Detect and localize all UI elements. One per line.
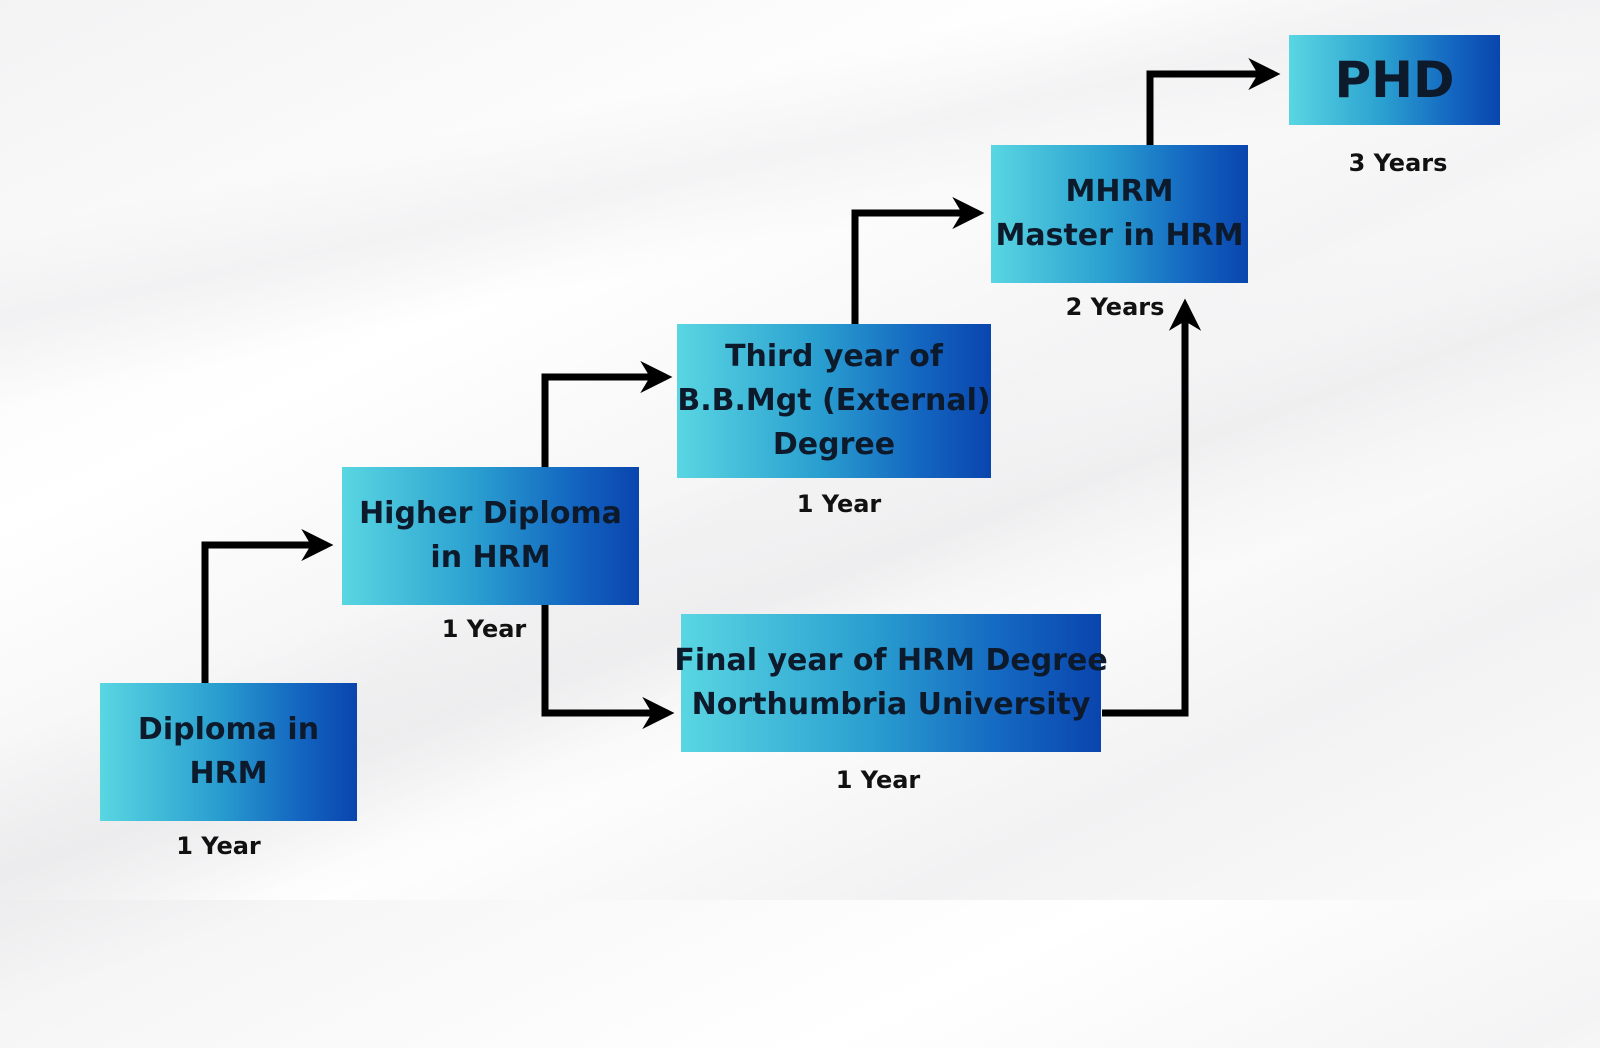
higher-diploma-duration: 1 Year	[441, 615, 527, 643]
third-year-line3: Degree	[772, 427, 896, 462]
third-year-box: Third year of B.B.Mgt (External) Degree	[677, 324, 991, 478]
higher-diploma-box: Higher Diploma in HRM	[342, 467, 639, 605]
final-year-duration: 1 Year	[835, 766, 921, 794]
diploma-duration: 1 Year	[176, 832, 261, 860]
final-year-line1: Final year of HRM Degree	[674, 643, 1108, 678]
mhrm-duration: 2 Years	[1065, 293, 1165, 321]
arrow-diploma-to-higher-diploma	[201, 528, 334, 683]
final-year-box: Final year of HRM Degree Northumbria Uni…	[674, 614, 1108, 752]
diploma-line2: HRM	[189, 756, 268, 791]
arrow-third-year-to-mhrm	[851, 196, 985, 324]
mhrm-line2: Master in HRM	[995, 218, 1244, 253]
third-year-line1: Third year of	[725, 339, 943, 374]
phd-duration: 3 Years	[1348, 149, 1448, 177]
arrow-mhrm-to-phd	[1146, 57, 1281, 145]
diploma-line1: Diploma in	[137, 712, 320, 747]
phd-box: PHD	[1289, 35, 1500, 125]
diploma-box: Diploma in HRM	[100, 683, 357, 821]
third-year-line2: B.B.Mgt (External)	[677, 383, 991, 418]
arrow-final-year-to-mhrm	[1102, 298, 1202, 717]
higher-diploma-line1: Higher Diploma	[359, 496, 622, 531]
arrow-higher-diploma-to-final-year	[541, 605, 675, 730]
connector-arrows	[201, 57, 1281, 730]
final-year-line2: Northumbria University	[691, 687, 1091, 722]
higher-diploma-line2: in HRM	[430, 540, 551, 575]
arrow-higher-diploma-to-third-year	[541, 360, 673, 467]
third-year-duration: 1 Year	[796, 490, 882, 518]
phd-label: PHD	[1334, 51, 1455, 109]
mhrm-line1: MHRM	[1065, 174, 1174, 209]
mhrm-box: MHRM Master in HRM	[991, 145, 1248, 283]
